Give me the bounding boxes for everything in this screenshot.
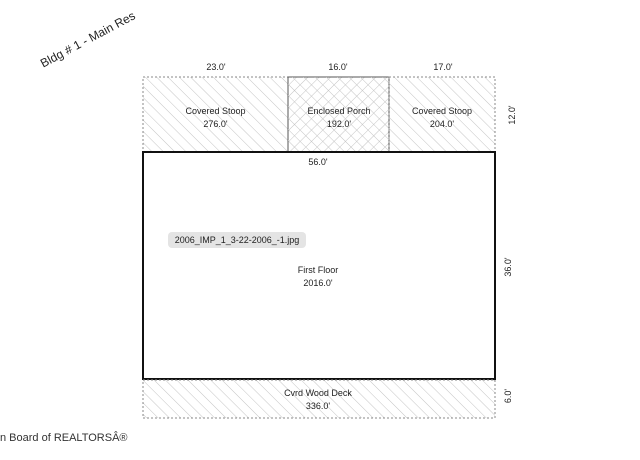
- room-name: Covered Stoop: [185, 106, 246, 116]
- room-area: 192.0': [326, 119, 352, 129]
- room-name: Cvrd Wood Deck: [284, 388, 352, 398]
- dim-floor-width: 56.0': [308, 157, 328, 167]
- cvrd-wood-deck-area: [142, 379, 496, 419]
- dim-top-3: 17.0': [433, 62, 453, 72]
- covered-stoop-right-label: Covered Stoop 204.0': [392, 105, 492, 131]
- first-floor-area: [142, 151, 496, 380]
- room-name: Covered Stoop: [411, 106, 473, 116]
- room-area: 336.0': [305, 401, 331, 411]
- dim-porch-height: 12.0': [507, 105, 517, 125]
- room-area: 2016.0': [303, 278, 333, 288]
- cvrd-wood-deck-label: Cvrd Wood Deck 336.0': [268, 387, 368, 413]
- covered-stoop-right-area: [388, 76, 496, 153]
- enclosed-porch-label: Enclosed Porch 192.0': [293, 105, 385, 131]
- dim-top-2: 16.0': [328, 62, 348, 72]
- room-name: First Floor: [297, 265, 339, 275]
- covered-stoop-left-label: Covered Stoop 276.0': [163, 105, 268, 131]
- image-filename-tag[interactable]: 2006_IMP_1_3-22-2006_-1.jpg: [168, 232, 306, 248]
- covered-stoop-left-area: [142, 76, 289, 153]
- room-name: Enclosed Porch: [307, 106, 371, 116]
- first-floor-label: First Floor 2016.0': [268, 264, 368, 290]
- room-area: 276.0': [203, 119, 228, 129]
- footer-credit: n Board of REALTORSÂ®: [0, 432, 128, 444]
- enclosed-porch-cross: [288, 77, 389, 152]
- dim-deck-height: 6.0': [503, 388, 513, 404]
- dim-top-1: 23.0': [206, 62, 226, 72]
- dim-floor-height: 36.0': [503, 257, 513, 277]
- room-area: 204.0': [429, 119, 455, 129]
